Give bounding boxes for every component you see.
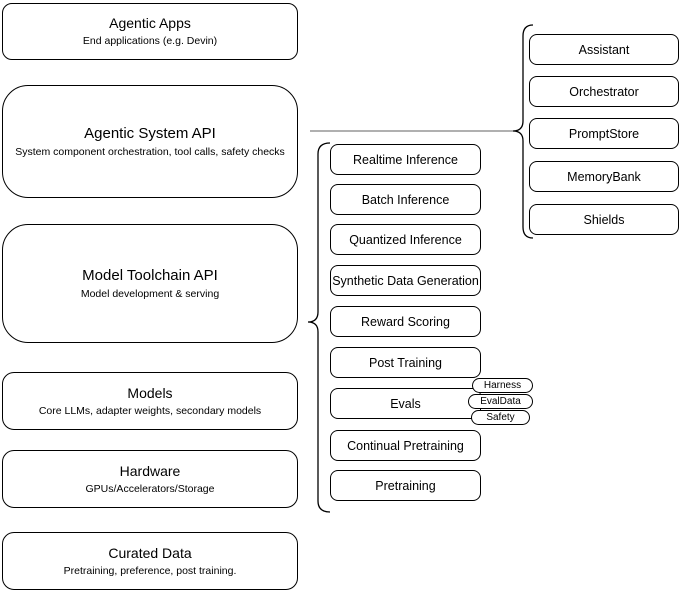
node-label: Quantized Inference xyxy=(349,232,462,247)
node-synthetic-data-generation: Synthetic Data Generation xyxy=(330,265,481,296)
tag-label: Harness xyxy=(483,380,522,391)
node-title: Agentic Apps xyxy=(109,15,191,31)
node-label: PromptStore xyxy=(568,126,640,141)
node-agentic-apps: Agentic Apps End applications (e.g. Devi… xyxy=(2,3,298,60)
node-label: Assistant xyxy=(578,42,630,57)
node-pretraining: Pretraining xyxy=(330,470,481,501)
node-subtitle: GPUs/Accelerators/Storage xyxy=(85,482,215,495)
node-batch-inference: Batch Inference xyxy=(330,184,481,215)
toolchain-brace xyxy=(307,142,331,513)
node-hardware: Hardware GPUs/Accelerators/Storage xyxy=(2,450,298,508)
node-label: Realtime Inference xyxy=(353,152,458,167)
node-subtitle: Pretraining, preference, post training. xyxy=(63,564,237,577)
node-promptstore: PromptStore xyxy=(529,118,679,149)
node-subtitle: End applications (e.g. Devin) xyxy=(82,35,218,47)
node-post-training: Post Training xyxy=(330,347,481,378)
node-label: Batch Inference xyxy=(361,192,450,207)
node-shields: Shields xyxy=(529,204,679,235)
node-label: Reward Scoring xyxy=(361,314,450,329)
node-label: Synthetic Data Generation xyxy=(332,273,479,288)
node-title: Curated Data xyxy=(108,544,192,561)
node-subtitle: Model development & serving xyxy=(80,287,220,300)
node-title: Agentic System API xyxy=(84,124,216,142)
node-agentic-system-api: Agentic System API System component orch… xyxy=(2,85,298,198)
node-models: Models Core LLMs, adapter weights, secon… xyxy=(2,372,298,430)
tag-harness: Harness xyxy=(472,378,533,393)
node-quantized-inference: Quantized Inference xyxy=(330,224,481,255)
tag-label: EvalData xyxy=(480,396,521,407)
node-label: Evals xyxy=(390,396,421,411)
node-evals: Evals xyxy=(330,388,481,419)
node-label: Shields xyxy=(583,212,625,227)
node-title: Models xyxy=(127,384,173,401)
node-continual-pretraining: Continual Pretraining xyxy=(330,430,481,461)
node-reward-scoring: Reward Scoring xyxy=(330,306,481,337)
tag-label: Safety xyxy=(486,412,515,423)
node-orchestrator: Orchestrator xyxy=(529,76,679,107)
node-realtime-inference: Realtime Inference xyxy=(330,144,481,175)
node-memorybank: MemoryBank xyxy=(529,161,679,192)
node-label: MemoryBank xyxy=(567,169,641,184)
node-title: Hardware xyxy=(119,462,181,479)
node-label: Pretraining xyxy=(375,478,436,493)
node-subtitle: Core LLMs, adapter weights, secondary mo… xyxy=(38,404,262,417)
tag-safety: Safety xyxy=(471,410,530,425)
node-label: Continual Pretraining xyxy=(347,438,464,453)
node-assistant: Assistant xyxy=(529,34,679,65)
node-label: Post Training xyxy=(369,355,442,370)
tag-evaldata: EvalData xyxy=(468,394,533,409)
node-curated-data: Curated Data Pretraining, preference, po… xyxy=(2,532,298,590)
node-subtitle: System component orchestration, tool cal… xyxy=(15,145,285,158)
node-label: Orchestrator xyxy=(569,84,639,99)
node-title: Model Toolchain API xyxy=(82,266,218,284)
node-model-toolchain-api: Model Toolchain API Model development & … xyxy=(2,224,298,343)
